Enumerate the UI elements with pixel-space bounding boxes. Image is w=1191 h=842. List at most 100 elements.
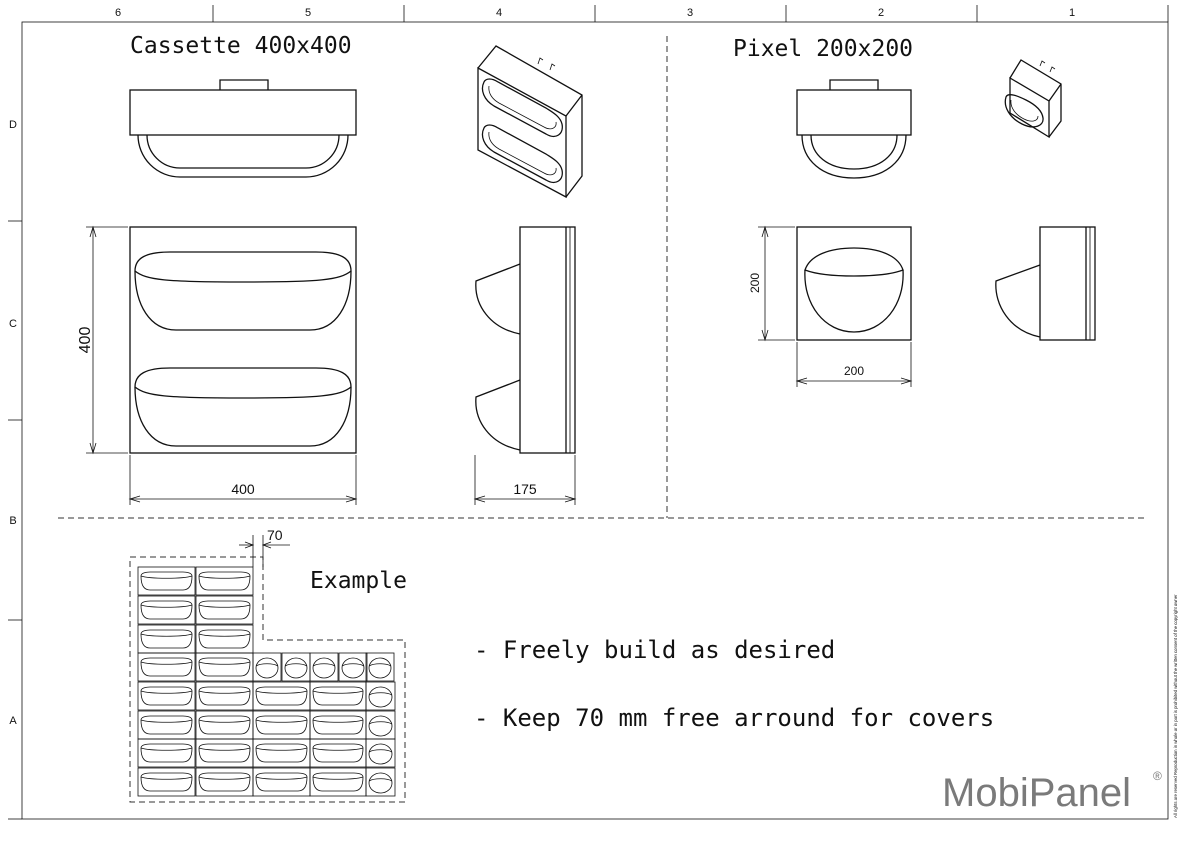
cassette-cell-tray xyxy=(140,571,193,591)
cassette-front-view xyxy=(129,226,357,454)
cassette-cell-tray xyxy=(140,686,193,706)
cassette-cell-lip xyxy=(198,719,251,723)
cassette-cell xyxy=(252,767,311,797)
cassette-cell-lip xyxy=(255,747,308,751)
cassette-top-view xyxy=(129,79,357,178)
cassette-cell xyxy=(195,710,254,740)
cassette-cell xyxy=(195,767,254,797)
cassette-cell-tray xyxy=(140,600,193,620)
cassette-cell-lip xyxy=(255,719,308,723)
cassette-cell xyxy=(137,566,196,596)
copyright-notice: All rights are reserved Reproduction in … xyxy=(1173,594,1178,818)
example-title: Example xyxy=(310,568,407,594)
pixel-cell-tray xyxy=(312,657,336,679)
cassette-height-dimension xyxy=(86,225,128,455)
zone-col-3: 3 xyxy=(687,7,693,19)
pixel-height-dimension xyxy=(758,225,795,342)
brand-name: MobiPanel xyxy=(942,771,1131,815)
pixel-cell xyxy=(365,681,396,711)
pixel-cell xyxy=(365,738,396,768)
zone-col-6: 6 xyxy=(115,7,121,19)
pixel-cell-tray xyxy=(368,657,392,679)
cassette-cell-lip xyxy=(140,690,193,694)
cassette-cell-tray xyxy=(255,743,308,763)
zone-row-D: D xyxy=(9,119,17,131)
cassette-cell xyxy=(309,681,367,711)
note-keep-clearance: - Keep 70 mm free arround for covers xyxy=(474,704,994,732)
note-freely-build: - Freely build as desired xyxy=(474,636,835,664)
cassette-cell xyxy=(309,738,367,768)
cassette-cell xyxy=(137,595,196,625)
cassette-width-label: 400 xyxy=(231,481,255,497)
pixel-cell-lip xyxy=(368,721,393,725)
cassette-depth-dimension xyxy=(473,455,577,505)
cassette-cell-lip xyxy=(312,776,364,780)
clearance-label: 70 xyxy=(267,527,283,543)
cassette-cell-lip xyxy=(140,661,193,665)
cassette-side-view xyxy=(475,226,576,454)
cassette-cell-lip xyxy=(198,661,251,665)
pixel-cell-tray xyxy=(368,743,393,765)
cassette-cell-lip xyxy=(140,633,193,637)
cassette-cell-tray xyxy=(312,715,364,735)
cassette-cell xyxy=(137,624,196,654)
cassette-cell-lip xyxy=(140,747,193,751)
pixel-cell-tray xyxy=(255,657,279,679)
pixel-cell xyxy=(365,767,396,797)
zone-row-B: B xyxy=(9,515,16,527)
cassette-cell-tray xyxy=(312,772,364,792)
cassette-cell-lip xyxy=(140,776,193,780)
pixel-title: Pixel 200x200 xyxy=(733,36,913,62)
cassette-cell-lip xyxy=(255,776,308,780)
cassette-cell-lip xyxy=(198,633,251,637)
cassette-isometric-view xyxy=(477,45,583,199)
pixel-cell-lip xyxy=(284,663,308,667)
pixel-top-view xyxy=(796,79,912,179)
cassette-cell xyxy=(195,566,254,596)
pixel-cell-lip xyxy=(341,663,365,667)
cassette-cell-tray xyxy=(198,571,251,591)
pixel-cell-lip xyxy=(368,663,392,667)
pixel-width-dimension xyxy=(795,342,913,387)
cassette-cell-tray xyxy=(140,657,193,677)
cassette-cell-lip xyxy=(198,776,251,780)
cassette-cell xyxy=(195,652,254,682)
cassette-cell-lip xyxy=(198,690,251,694)
cassette-cell xyxy=(252,710,311,740)
cassette-cell xyxy=(137,738,196,768)
cassette-cell-tray xyxy=(198,686,251,706)
cassette-height-label: 400 xyxy=(77,327,94,354)
cassette-width-dimension xyxy=(128,455,358,505)
pixel-cell-lip xyxy=(255,663,279,667)
cassette-title: Cassette 400x400 xyxy=(130,33,352,59)
cassette-cell xyxy=(137,767,196,797)
cassette-cell-tray xyxy=(140,629,193,649)
cassette-cell-tray xyxy=(198,600,251,620)
cassette-cell-tray xyxy=(312,686,364,706)
example-panel-grid xyxy=(137,566,396,797)
pixel-cell xyxy=(338,652,368,682)
pixel-cell xyxy=(309,652,339,682)
cassette-cell-lip xyxy=(198,747,251,751)
cassette-cell-tray xyxy=(140,743,193,763)
zone-col-1: 1 xyxy=(1069,7,1075,19)
cassette-cell xyxy=(309,710,367,740)
pixel-cell-lip xyxy=(368,749,393,753)
pixel-cell-tray xyxy=(368,772,393,794)
pixel-cell-tray xyxy=(341,657,365,679)
zone-col-5: 5 xyxy=(305,7,311,19)
cassette-cell-lip xyxy=(140,604,193,608)
cassette-cell-tray xyxy=(312,743,364,763)
cassette-cell-lip xyxy=(198,575,251,579)
cassette-cell-tray xyxy=(198,629,251,649)
column-zone-labels: 6 5 4 3 2 1 xyxy=(115,7,1075,19)
cassette-cell xyxy=(137,652,196,682)
pixel-cell xyxy=(365,710,396,740)
cassette-cell xyxy=(252,681,311,711)
cassette-cell-tray xyxy=(198,657,251,677)
cassette-cell xyxy=(195,595,254,625)
cassette-cell xyxy=(137,710,196,740)
pixel-cell xyxy=(365,652,395,682)
pixel-front-view xyxy=(796,226,912,341)
